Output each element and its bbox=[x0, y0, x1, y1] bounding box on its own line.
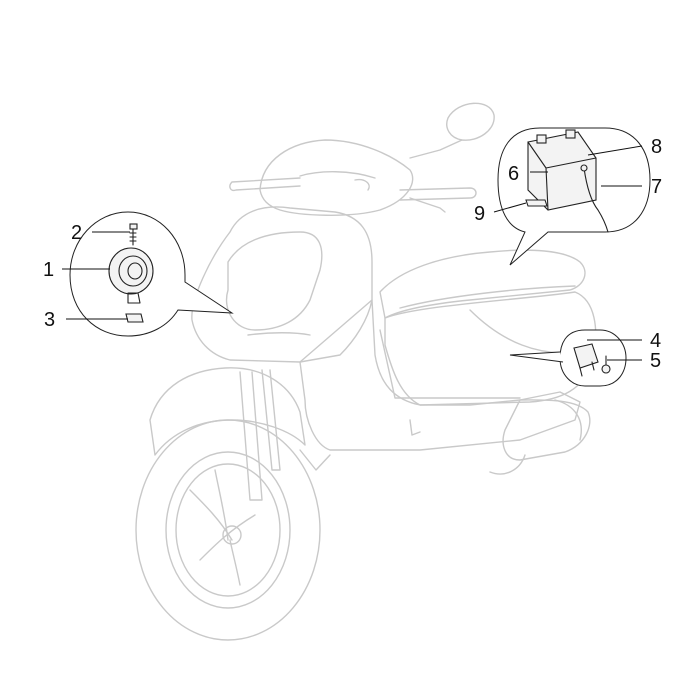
relay-callout bbox=[509, 329, 627, 387]
screw-part bbox=[129, 223, 138, 246]
pad-part bbox=[525, 199, 548, 207]
part-number-labels: 2 1 3 6 8 7 9 4 5 bbox=[43, 136, 662, 372]
part-number-6: 6 bbox=[508, 163, 519, 185]
cable-part bbox=[583, 167, 609, 233]
part-number-7: 7 bbox=[651, 176, 662, 198]
horn-part bbox=[108, 247, 154, 295]
scooter-outline bbox=[135, 102, 597, 641]
part-number-4: 4 bbox=[650, 330, 661, 352]
part-number-3: 3 bbox=[44, 309, 55, 331]
relay-part bbox=[573, 343, 599, 377]
part-number-8: 8 bbox=[651, 136, 662, 158]
part-number-5: 5 bbox=[650, 350, 661, 372]
terminal-part bbox=[580, 164, 588, 172]
part-number-2: 2 bbox=[71, 222, 82, 244]
part-number-1: 1 bbox=[43, 259, 54, 281]
battery-part bbox=[527, 129, 597, 211]
part-number-9: 9 bbox=[474, 203, 485, 225]
bolt-part bbox=[601, 355, 611, 374]
leader-lines bbox=[62, 145, 643, 361]
horn-callout bbox=[69, 211, 234, 337]
battery-callout bbox=[497, 127, 651, 266]
